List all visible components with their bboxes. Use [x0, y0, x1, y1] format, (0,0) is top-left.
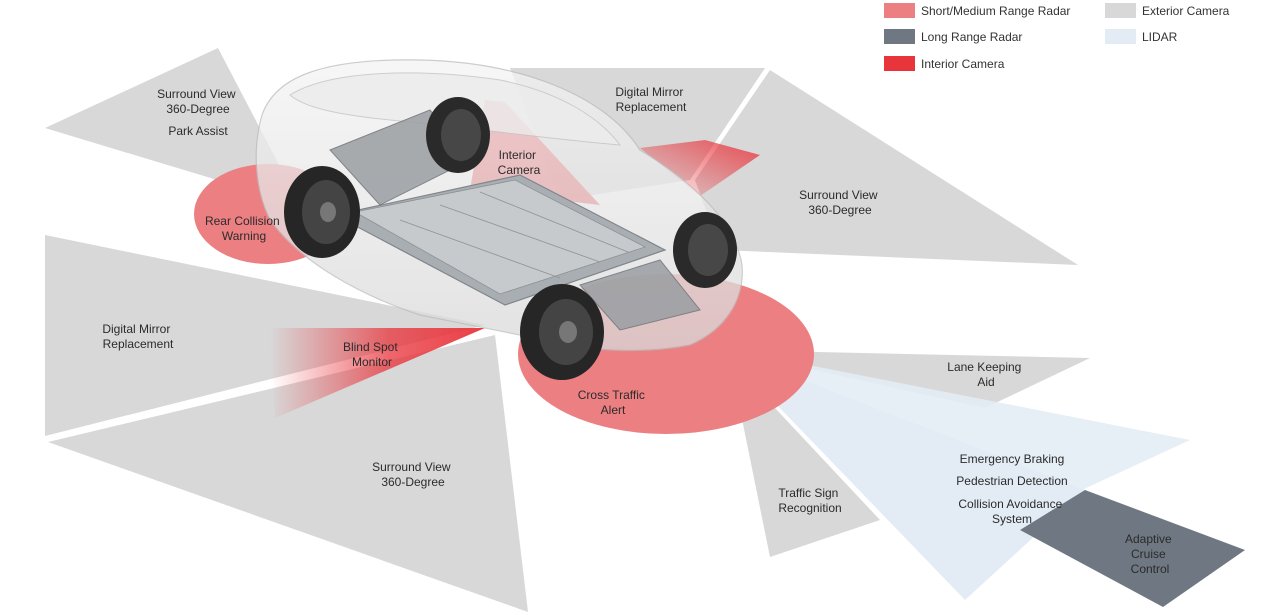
- legend-swatch-lidar: [1105, 29, 1136, 44]
- label-line: Replacement: [616, 100, 687, 114]
- legend-swatch-long-range-radar: [884, 29, 915, 44]
- wheel-rear-left: [284, 166, 360, 258]
- surround-view-rear-top-label: Surround View 360-Degree: [157, 87, 239, 116]
- emergency-braking-label: Emergency Braking: [960, 452, 1065, 466]
- label-line: Control: [1131, 562, 1170, 576]
- legend-label-exterior-camera: Exterior Camera: [1142, 4, 1230, 18]
- label-line: Warning: [222, 229, 266, 243]
- label-line: Surround View: [799, 188, 878, 202]
- label-line: Rear Collision: [205, 214, 280, 228]
- rim: [441, 109, 481, 161]
- lidar-zone-lower: [722, 348, 1085, 600]
- label-line: Lane Keeping: [947, 360, 1021, 374]
- surround-view-bottom-zone: [48, 335, 528, 612]
- label-line: Collision Avoidance: [958, 497, 1062, 511]
- legend-label-interior-camera: Interior Camera: [921, 57, 1005, 71]
- battery-top: [353, 179, 647, 295]
- label-line: Digital Mirror: [615, 85, 683, 99]
- traffic-sign-recognition-label: Traffic Sign Recognition: [778, 486, 841, 515]
- zone-labels: Surround View 360-Degree Park Assist Rea…: [102, 85, 1175, 576]
- label-line: Recognition: [778, 501, 841, 515]
- label-line: Traffic Sign: [778, 486, 838, 500]
- blind-spot-monitor-zone: [270, 328, 485, 418]
- blind-spot-monitor-label: Blind Spot Monitor: [343, 340, 401, 369]
- label-line: Surround View: [157, 87, 236, 101]
- car-illustration: [255, 59, 743, 380]
- label-line: Monitor: [352, 355, 392, 369]
- interior-camera-label: Interior Camera: [498, 148, 541, 177]
- lidar-zone-upper: [722, 348, 1190, 500]
- long-range-radar-zone: [1020, 490, 1245, 607]
- hub: [320, 202, 336, 222]
- label-line: 360-Degree: [166, 102, 230, 116]
- digital-mirror-left-label: Digital Mirror Replacement: [102, 322, 174, 351]
- label-line: Cross Traffic: [578, 388, 645, 402]
- legend-label-short-medium-radar: Short/Medium Range Radar: [921, 4, 1070, 18]
- label-line: Cruise: [1131, 547, 1166, 561]
- battery-line: [439, 204, 601, 263]
- digital-mirror-left-zone: [45, 235, 485, 436]
- label-line: 360-Degree: [381, 475, 445, 489]
- surround-view-bottom-label: Surround View 360-Degree: [372, 460, 454, 489]
- battery-line: [479, 191, 629, 253]
- cross-traffic-alert-label: Cross Traffic Alert: [578, 388, 648, 417]
- pedestrian-detection-label: Pedestrian Detection: [956, 474, 1067, 488]
- digital-mirror-right-label: Digital Mirror Replacement: [615, 85, 687, 114]
- label-line: Alert: [601, 403, 626, 417]
- wheel-rear-right: [426, 97, 490, 173]
- surround-view-right-zone: [695, 70, 1078, 265]
- wheel-front-right: [673, 212, 737, 288]
- label-line: Camera: [498, 163, 541, 177]
- rim: [688, 224, 728, 276]
- lane-keeping-zone: [725, 350, 1090, 408]
- legend-swatch-interior-camera: [884, 56, 915, 71]
- legend-swatch-exterior-camera: [1105, 3, 1136, 18]
- front-subframe: [579, 259, 701, 331]
- label-line: Adaptive: [1125, 532, 1172, 546]
- legend-label-lidar: LIDAR: [1142, 30, 1178, 44]
- label-line: Surround View: [372, 460, 451, 474]
- legend-label-long-range-radar: Long Range Radar: [921, 30, 1022, 44]
- wheel-front-left: [520, 284, 604, 380]
- collision-avoidance-label: Collision Avoidance System: [958, 497, 1065, 526]
- label-line: Aid: [977, 375, 994, 389]
- adaptive-cruise-control-label: Adaptive Cruise Control: [1125, 532, 1175, 576]
- rear-collision-warning-label: Rear Collision Warning: [205, 214, 283, 243]
- legend-swatch-short-medium-radar: [884, 3, 915, 18]
- label-line: Replacement: [103, 337, 174, 351]
- surround-view-right-label: Surround View 360-Degree: [799, 188, 881, 217]
- battery-line: [399, 219, 561, 279]
- mirror-red-zone: [640, 140, 760, 196]
- legend: Short/Medium Range Radar Long Range Rada…: [884, 3, 1230, 71]
- lidar-zones: [722, 348, 1190, 600]
- park-assist-label: Park Assist: [168, 124, 228, 138]
- rear-top-camera-zone: [45, 48, 300, 205]
- label-line: Interior: [499, 148, 536, 162]
- label-line: Blind Spot: [343, 340, 398, 354]
- lane-keeping-aid-label: Lane Keeping Aid: [947, 360, 1024, 389]
- label-line: System: [992, 512, 1032, 526]
- label-line: 360-Degree: [808, 203, 872, 217]
- hub: [559, 321, 577, 343]
- label-line: Digital Mirror: [102, 322, 170, 336]
